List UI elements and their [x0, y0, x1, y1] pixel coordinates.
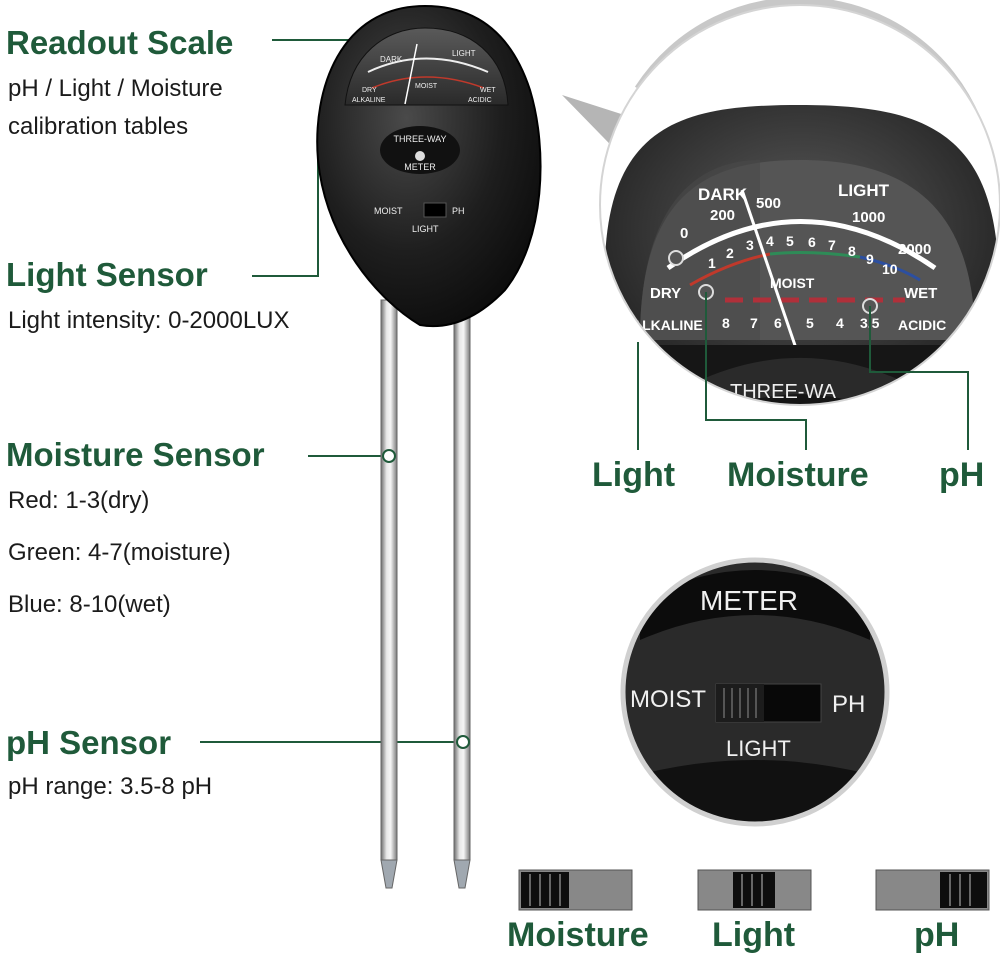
- zoom-moist-tick-10: 10: [882, 261, 898, 277]
- position-label-light: Light: [712, 916, 796, 954]
- zoom-ph-tick-6: 6: [774, 315, 782, 331]
- body-switch-right-label: PH: [452, 206, 465, 216]
- zoom-ph-tick-8: 8: [722, 315, 730, 331]
- ph-probe-tip: [453, 859, 471, 889]
- zoom-moist-tick-1: 1: [708, 255, 716, 271]
- zoom-dark-label: DARK: [698, 185, 748, 204]
- zoom-wet-label: WET: [904, 285, 937, 302]
- small-dial-alkaline: ALKALINE: [352, 97, 386, 104]
- zoom-moist-tick-5: 5: [786, 233, 794, 249]
- zoom-moist-tick-3: 3: [746, 237, 754, 253]
- zoom-moist-tick-9: 9: [866, 251, 874, 267]
- ph-probe: [453, 299, 471, 861]
- zoom-light-label: LIGHT: [838, 181, 890, 200]
- moisture-red-line: Red: 1-3(dry): [8, 487, 150, 514]
- position-label-ph: pH: [914, 916, 960, 954]
- zoom-dry-label: DRY: [650, 285, 681, 302]
- face-text-bottom: METER: [404, 162, 436, 172]
- light-sensor-line1: Light intensity: 0-2000LUX: [8, 307, 290, 334]
- zoom-switch-ring: [620, 557, 890, 827]
- small-dial-acidic: ACIDIC: [468, 97, 492, 104]
- zoom-ph-leader: [869, 306, 969, 450]
- zoom-acidic-label: ACIDIC: [898, 317, 946, 333]
- face-text-top: THREE-WAY: [394, 134, 447, 144]
- moisture-green-line: Green: 4-7(moisture): [8, 539, 231, 566]
- light-sensor-heading: Light Sensor: [6, 256, 208, 293]
- zoom-moist-label: MOIST: [770, 275, 815, 291]
- zoom-ph-tick-4: 4: [836, 315, 844, 331]
- small-dial-wet: WET: [480, 87, 496, 94]
- moisture-sensor-marker: [382, 449, 396, 463]
- zoom-light-tick-0: 0: [680, 225, 688, 242]
- body-switch-left-label: MOIST: [374, 206, 403, 216]
- zoom-moist-tick-7: 7: [828, 237, 836, 253]
- switch-position-light-icon: [697, 869, 812, 911]
- switch-position-moisture-icon: [518, 869, 633, 911]
- zoom-switch-left-label: MOIST: [630, 686, 706, 713]
- zoom-moist-tick-2: 2: [726, 245, 734, 261]
- face-logo-badge: [380, 126, 460, 174]
- zoom-light-tick-500: 500: [756, 195, 781, 212]
- moisture-probe: [380, 299, 398, 861]
- zoom-ph-tick-7: 7: [750, 315, 758, 331]
- zoom-moist-tick-8: 8: [848, 243, 856, 259]
- small-dial-needle: [404, 43, 418, 105]
- zoom-label-light: Light: [592, 456, 676, 494]
- zoom-label-ph: pH: [939, 456, 985, 494]
- moisture-sensor-heading: Moisture Sensor: [6, 436, 265, 473]
- zoom-moisture-leader: [705, 292, 807, 450]
- zoom-switch-arc-text: METER: [700, 585, 798, 616]
- zoom-moist-red-segment: [689, 252, 771, 287]
- zoom-alkaline-label: ALKALINE: [632, 317, 703, 333]
- zoom-moist-blue-segment: [859, 255, 921, 282]
- zoom-light-calibration-screw: [668, 250, 684, 266]
- readout-scale-line2: calibration tables: [8, 113, 189, 140]
- readout-scale-line1: pH / Light / Moisture: [8, 75, 223, 102]
- small-dial-window: [344, 27, 509, 106]
- ph-range-line: pH range: 3.5-8 pH: [8, 773, 213, 800]
- zoom-light-tick-1000: 1000: [852, 209, 885, 226]
- body-switch-bottom-label: LIGHT: [412, 224, 439, 234]
- moisture-blue-line: Blue: 8-10(wet): [8, 591, 171, 618]
- moisture-probe-tip: [380, 859, 398, 889]
- zoom-label-moisture: Moisture: [727, 456, 869, 494]
- position-label-moisture: Moisture: [507, 916, 649, 954]
- light-sensor-window: [415, 151, 425, 161]
- small-dial-light: LIGHT: [452, 49, 476, 58]
- switch-position-ph-icon: [875, 869, 990, 911]
- zoom-moist-tick-4: 4: [766, 233, 774, 249]
- zoom-light-tick-2000: 2000: [898, 241, 931, 258]
- zoom-light-scale-arc: [666, 219, 937, 271]
- zoom-dial-needle: [740, 189, 802, 361]
- zoom-dial-arc-text: THREE-WA: [730, 381, 837, 403]
- readout-scale-heading: Readout Scale: [6, 24, 234, 61]
- zoom-moist-green-segment: [769, 251, 861, 259]
- zoom-switch-bottom-label: LIGHT: [726, 736, 791, 761]
- ph-sensor-heading: pH Sensor: [6, 724, 172, 761]
- zoom-moist-tick-6: 6: [808, 234, 816, 250]
- zoom-light-tick-200: 200: [710, 207, 735, 224]
- small-dial-scale: DARK LIGHT DRY MOIST WET ALKALINE ACIDIC: [352, 43, 496, 105]
- zoom-ph-tick-5: 5: [806, 315, 814, 331]
- body-selector-switch[interactable]: [423, 202, 447, 218]
- ph-sensor-marker: [456, 735, 470, 749]
- small-dial-moist: MOIST: [415, 83, 438, 90]
- small-dial-dark: DARK: [380, 55, 403, 64]
- small-dial-dry: DRY: [362, 87, 377, 94]
- zoom-switch-right-label: PH: [832, 691, 865, 718]
